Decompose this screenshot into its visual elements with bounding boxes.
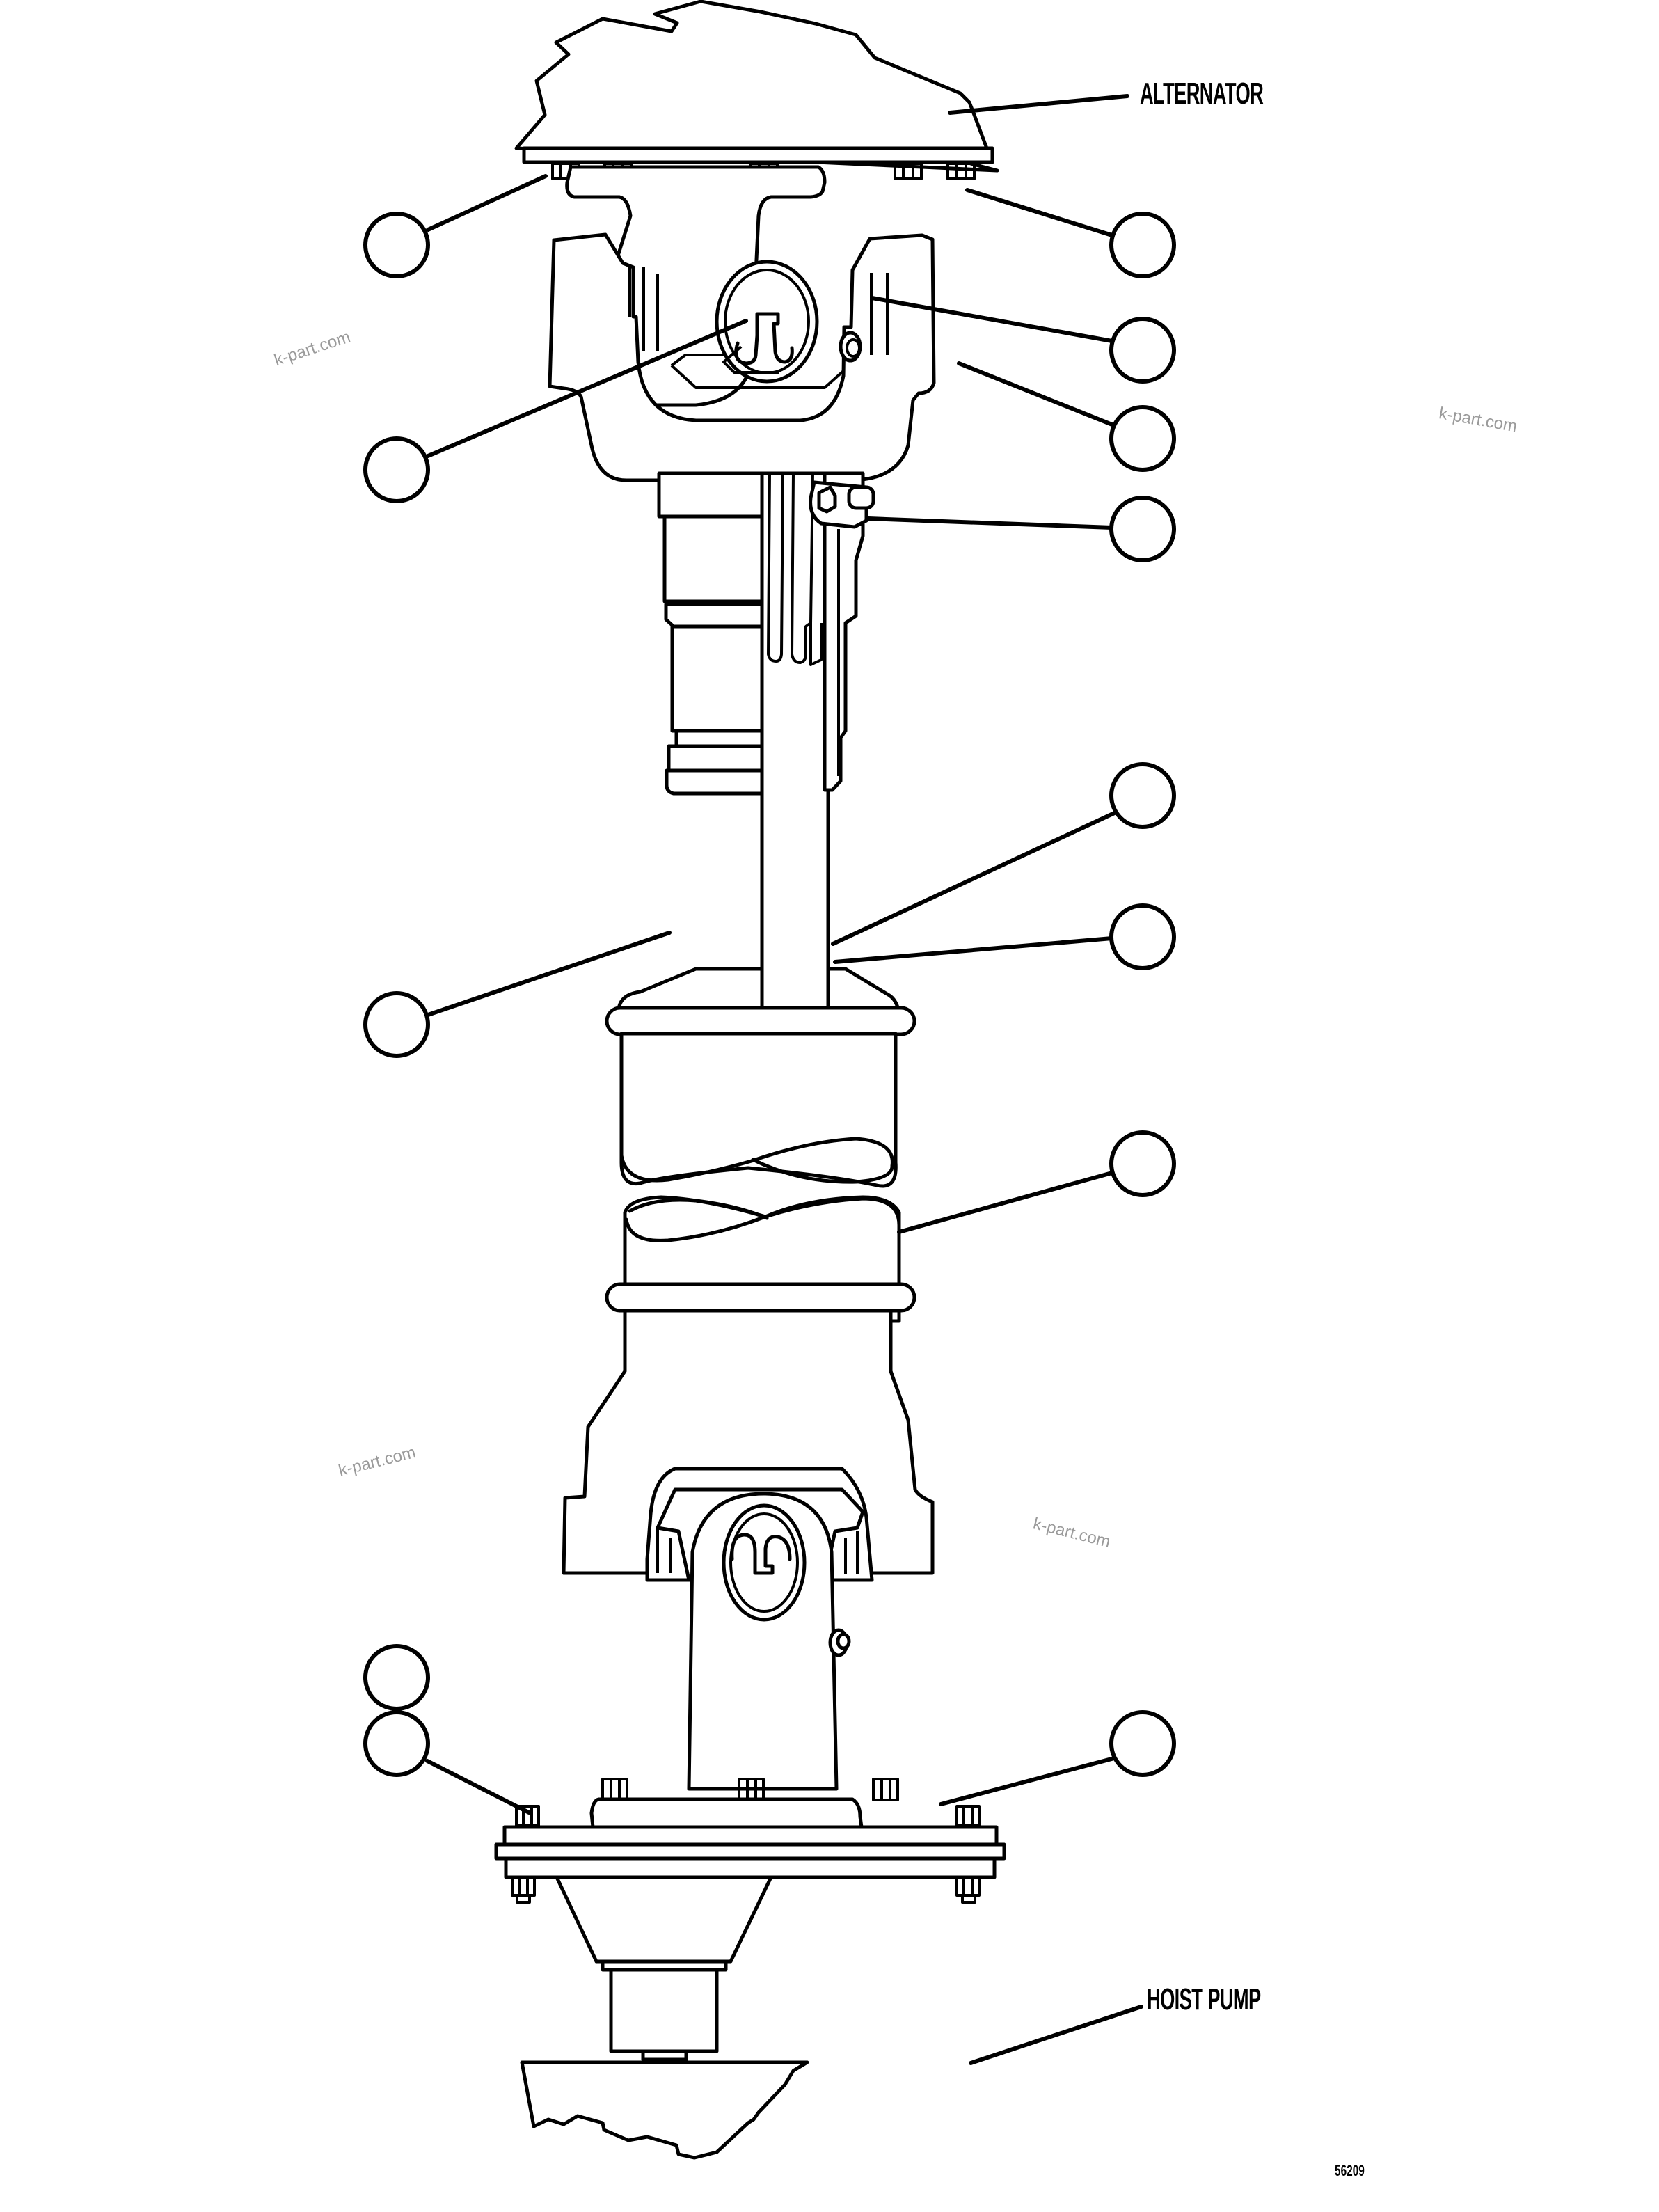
slip-yoke: [657, 471, 764, 796]
figure-number: 56209: [1335, 2162, 1365, 2179]
callout-6[interactable]: [1109, 496, 1176, 562]
spline-shaft: [760, 471, 830, 1025]
callout-5[interactable]: [363, 436, 430, 503]
callout-10[interactable]: [1109, 1130, 1176, 1197]
lower-flange-yoke: [589, 1797, 864, 1829]
pump-adapter-cone: [555, 1875, 773, 2062]
callout-9[interactable]: [363, 991, 430, 1058]
pump-adapter-plates: [494, 1825, 1006, 1879]
alternator-housing: [514, 0, 999, 173]
callout-3[interactable]: [1109, 317, 1176, 384]
callout-2[interactable]: [1109, 212, 1176, 278]
lower-grease-fitting: [828, 1628, 851, 1657]
callout-12[interactable]: [363, 1710, 430, 1777]
upper-tube-yoke: [605, 967, 916, 1036]
upper-end-yoke: [548, 232, 936, 482]
driveshaft-tube-upper: [619, 1032, 898, 1188]
callout-8[interactable]: [1109, 903, 1176, 970]
slip-yoke-sleeve: [823, 471, 865, 792]
hoist-pump-housing: [520, 2060, 809, 2160]
upper-cross-bearing: [670, 260, 846, 389]
leader-lines: [425, 94, 1143, 2065]
alternator-label: ALTERNATOR: [1140, 77, 1264, 111]
hoist-pump-label: HOIST PUMP: [1147, 1982, 1261, 2016]
dust-cap-bolt: [809, 480, 875, 529]
lower-cross-bearing: [687, 1492, 839, 1791]
callout-7[interactable]: [1109, 762, 1176, 829]
callout-circles: [363, 212, 1176, 1777]
callout-4[interactable]: [1109, 405, 1176, 472]
callout-13[interactable]: [1109, 1710, 1176, 1777]
lower-flange-bolts-bottom: [511, 1876, 981, 1904]
callout-11[interactable]: [363, 1644, 430, 1711]
upper-grease-fitting: [839, 331, 862, 363]
callout-1[interactable]: [363, 212, 430, 278]
